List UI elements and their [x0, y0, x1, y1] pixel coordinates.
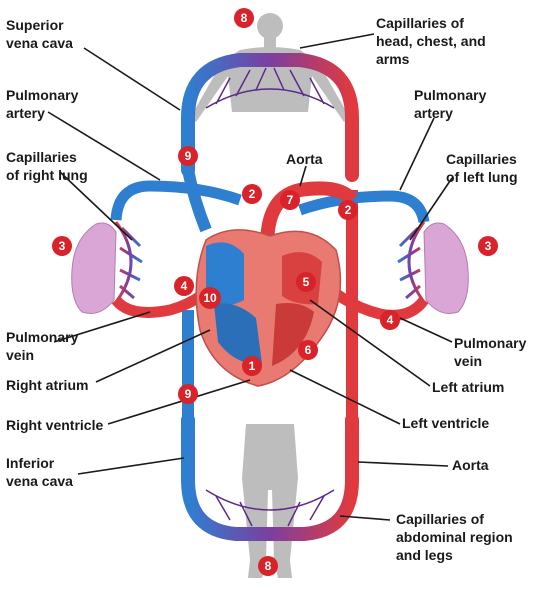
heart — [195, 229, 342, 387]
badge-legs: 8 — [258, 556, 278, 576]
badge-la: 5 — [296, 272, 316, 292]
badge-head: 8 — [234, 8, 254, 28]
step-badges: 8 9 7 2 2 3 3 4 4 5 10 1 6 9 8 — [52, 8, 498, 576]
superior-vena-cava-vessel — [182, 168, 212, 233]
lower-capillary-bed — [205, 489, 335, 527]
svg-text:7: 7 — [287, 193, 294, 207]
aortic-arch-vessel — [260, 181, 358, 261]
badge-pa-left: 2 — [242, 184, 262, 204]
lower-body-silhouette — [242, 424, 298, 578]
svg-text:4: 4 — [387, 313, 394, 327]
svg-text:5: 5 — [303, 275, 310, 289]
svg-text:4: 4 — [181, 279, 188, 293]
badge-left-lung: 3 — [478, 236, 498, 256]
badge-right-lung: 3 — [52, 236, 72, 256]
pulmonary-artery-right-vessel — [110, 180, 242, 221]
right-lung — [71, 222, 117, 314]
left-ventricle-chamber — [272, 303, 314, 366]
label-right-ventricle: Right ventricle — [6, 417, 103, 433]
label-left-atrium: Left atrium — [432, 379, 504, 395]
upper-capillary-loop — [181, 53, 359, 182]
left-lung-capillaries — [397, 221, 426, 303]
badge-pv-right: 4 — [380, 310, 400, 330]
right-lung-capillaries — [114, 221, 143, 303]
svg-text:1: 1 — [249, 359, 256, 373]
badge-ra: 10 — [199, 287, 221, 309]
upper-capillary-bed — [205, 67, 335, 109]
svg-text:6: 6 — [305, 343, 312, 357]
badge-aorta: 7 — [280, 190, 300, 210]
pulmonary-artery-left-vessel — [298, 190, 430, 224]
svg-text:8: 8 — [241, 11, 248, 25]
svg-text:8: 8 — [265, 559, 272, 573]
badge-rv: 1 — [242, 356, 262, 376]
label-pointer-lines — [47, 33, 453, 521]
lower-capillary-loop — [181, 413, 359, 541]
svg-text:9: 9 — [185, 387, 192, 401]
svg-text:2: 2 — [249, 187, 256, 201]
label-right-atrium: Right atrium — [6, 377, 88, 393]
left-lung — [423, 222, 469, 314]
svg-text:10: 10 — [203, 291, 217, 305]
label-aorta-bottom: Aorta — [452, 457, 489, 473]
badge-lv: 6 — [298, 340, 318, 360]
label-aorta-top: Aorta — [286, 151, 323, 167]
badge-ivc: 9 — [178, 384, 198, 404]
right-ventricle-chamber — [214, 303, 262, 365]
badge-pa-right: 2 — [338, 200, 358, 220]
svg-text:3: 3 — [59, 239, 66, 253]
badge-svc: 9 — [178, 146, 198, 166]
badge-pv-left: 4 — [174, 276, 194, 296]
svg-text:3: 3 — [485, 239, 492, 253]
label-left-ventricle: Left ventricle — [402, 415, 489, 431]
svg-text:9: 9 — [185, 149, 192, 163]
svg-text:2: 2 — [345, 203, 352, 217]
